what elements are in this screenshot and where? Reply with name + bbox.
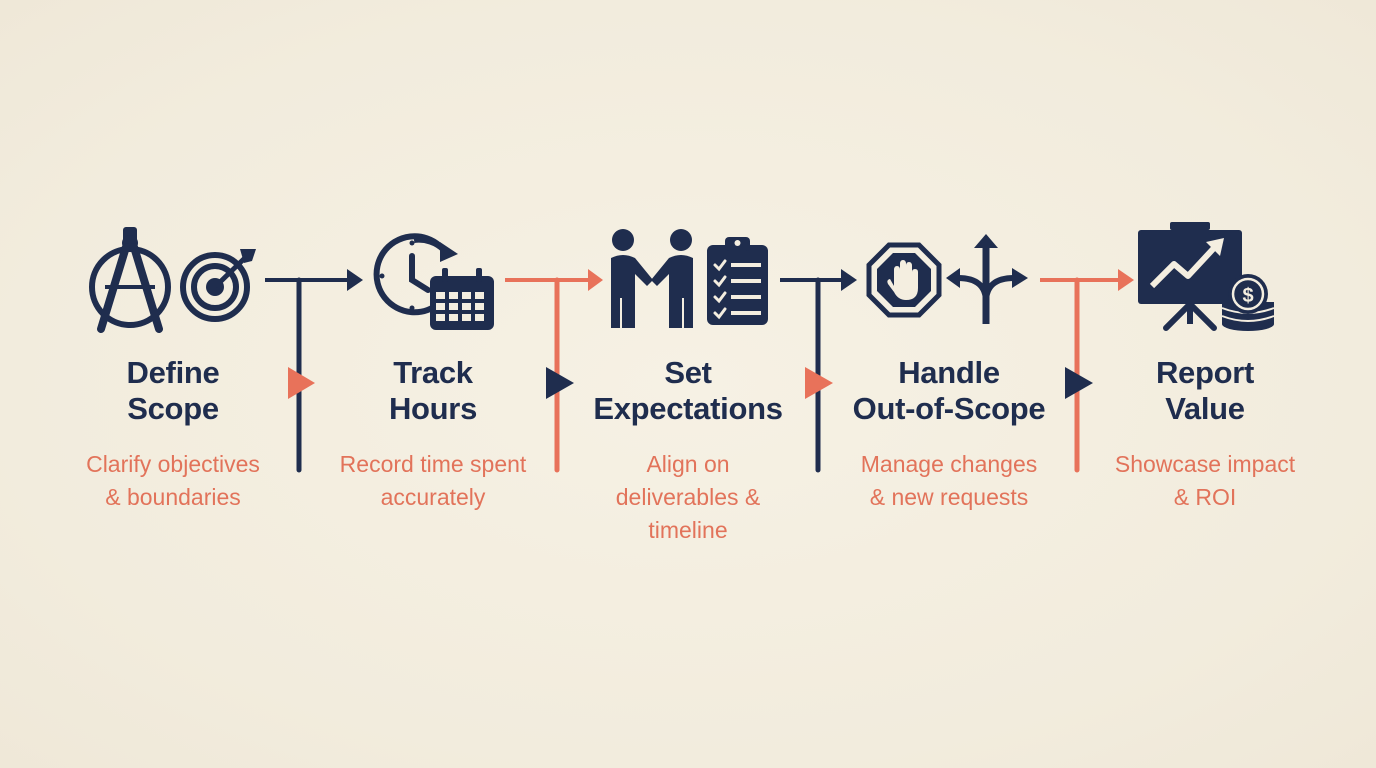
calendar-icon xyxy=(430,268,494,330)
step-1-title-line-2: Scope xyxy=(127,391,219,426)
connector-4 xyxy=(1040,269,1134,473)
presentation-chart-icon xyxy=(1138,222,1242,331)
step-4-desc-line-1: Manage changes xyxy=(860,451,1038,477)
step-1-title: Define Scope xyxy=(43,355,303,427)
connector-2 xyxy=(505,269,603,473)
svg-text:$: $ xyxy=(1242,285,1253,307)
step-1-description: Clarify objectives & boundaries xyxy=(43,448,303,514)
connector-1 xyxy=(265,269,363,473)
step-4-title-line-1: Handle xyxy=(898,355,1000,390)
step-1-desc-line-2: & boundaries xyxy=(105,484,241,510)
step-2-title-line-1: Track xyxy=(393,355,473,390)
compass-icon xyxy=(89,227,171,333)
coins-icon: $ xyxy=(1221,274,1275,331)
stop-hand-icon xyxy=(866,242,942,318)
step-2-title-line-2: Hours xyxy=(388,391,478,426)
step-5-title-line-2: Value xyxy=(1165,391,1245,426)
step-5-title: Report Value xyxy=(1075,355,1335,427)
target-icon xyxy=(180,249,256,322)
step-2-desc-line-1: Record time spent xyxy=(339,451,527,477)
step-1-title-line-1: Define xyxy=(126,355,220,390)
step-3-desc-line-1: Align on xyxy=(646,451,730,477)
step-4-description: Manage changes & new requests xyxy=(819,448,1079,514)
step-3-description: Align on deliverables & timeline xyxy=(558,448,818,547)
step-3-desc-line-3: timeline xyxy=(648,517,728,543)
step-5-desc-line-1: Showcase impact xyxy=(1114,451,1296,477)
step-5-description: Showcase impact & ROI xyxy=(1075,448,1335,514)
step-2-description: Record time spent accurately xyxy=(303,448,563,514)
step-5-desc-line-2: & ROI xyxy=(1173,484,1237,510)
connector-3 xyxy=(780,269,857,473)
handshake-icon xyxy=(611,229,693,328)
step-3-title: Set Expectations xyxy=(558,355,818,427)
step-2-desc-line-2: accurately xyxy=(380,484,486,510)
split-arrows-icon xyxy=(946,234,1028,324)
step-2-title: Track Hours xyxy=(303,355,563,427)
step-4-desc-line-2: & new requests xyxy=(869,484,1029,510)
step-3-title-line-1: Set xyxy=(664,355,712,390)
step-4-title: Handle Out-of-Scope xyxy=(819,355,1079,427)
step-3-desc-line-2: deliverables & xyxy=(615,484,761,510)
step-3-title-line-2: Expectations xyxy=(593,391,783,426)
step-4-title-line-2: Out-of-Scope xyxy=(852,391,1046,426)
step-5-title-line-1: Report xyxy=(1155,355,1255,390)
clipboard-checklist-icon xyxy=(707,237,768,325)
step-1-desc-line-1: Clarify objectives xyxy=(86,451,260,477)
